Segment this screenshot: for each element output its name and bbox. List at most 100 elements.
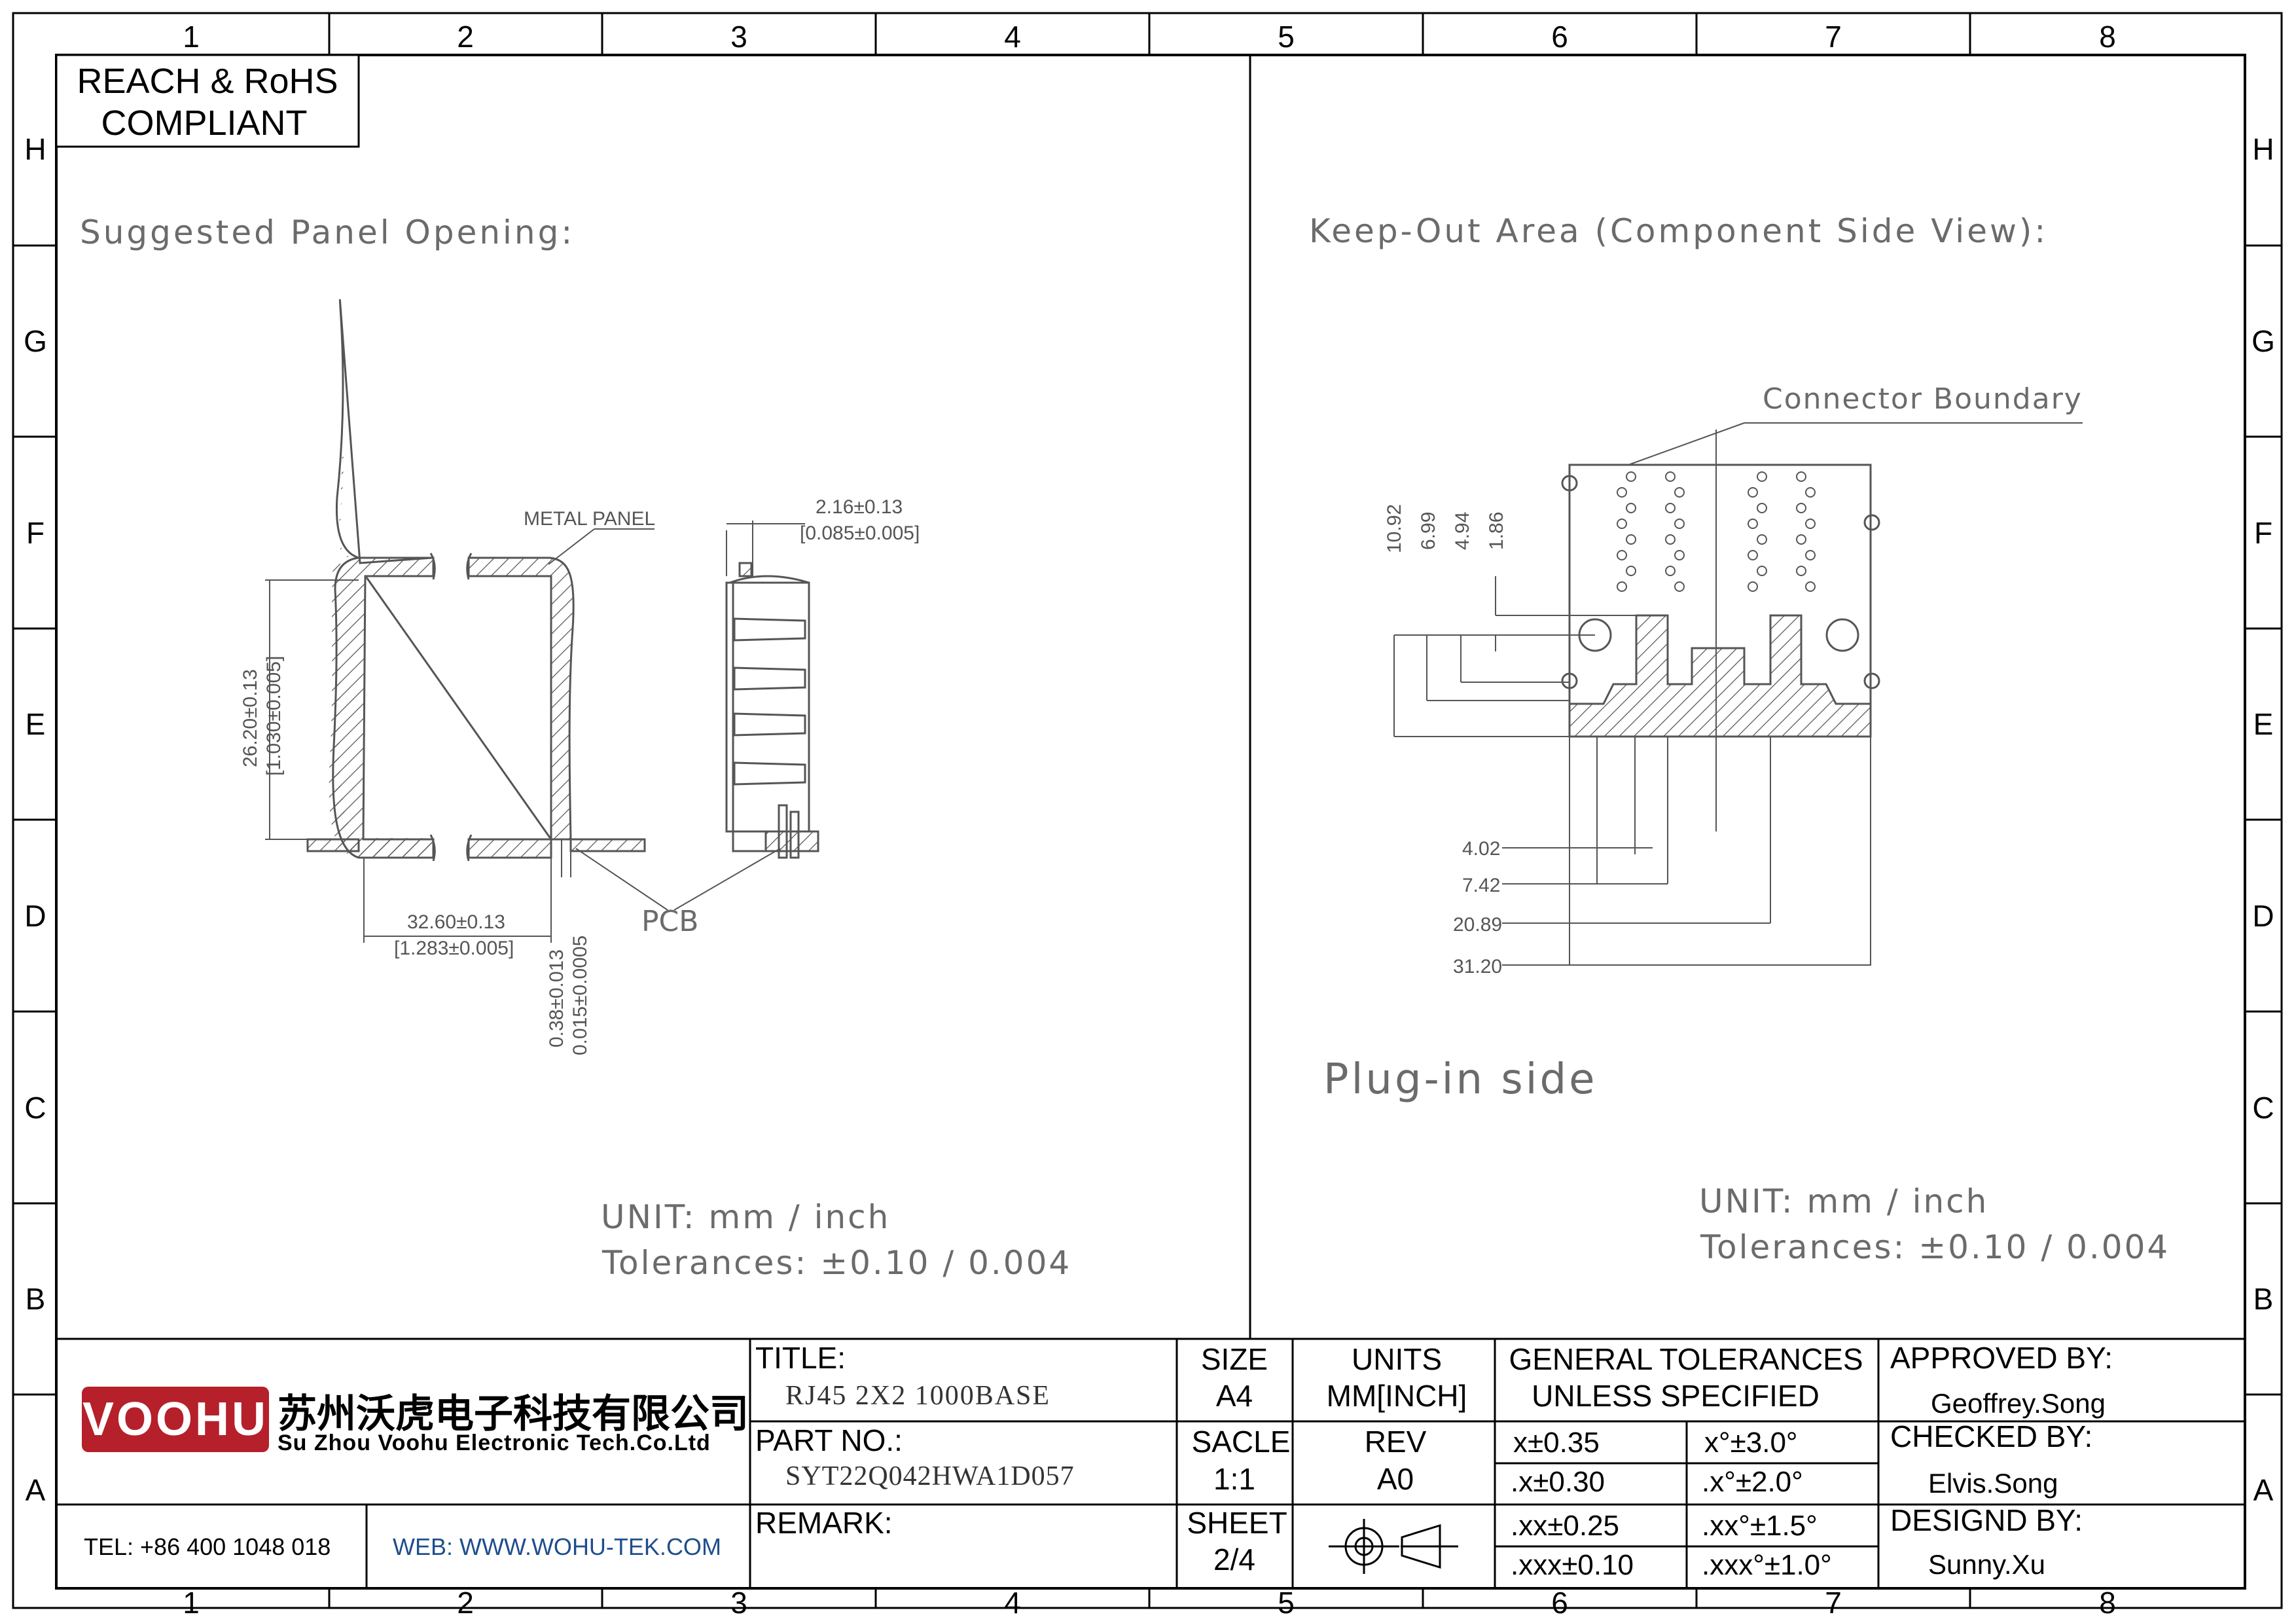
- metal-panel-label: METAL PANEL: [524, 508, 655, 530]
- col-label-1-bottom: 1: [183, 1586, 200, 1620]
- tol-row-1-angular: x°±3.0°: [1704, 1427, 1798, 1459]
- tel: TEL: +86 400 1048 018: [84, 1533, 331, 1560]
- units-value: MM[INCH]: [1327, 1379, 1467, 1413]
- col-label-5-top: 5: [1278, 20, 1295, 54]
- col-label-2-top: 2: [457, 20, 474, 54]
- row-label-d-left: D: [24, 899, 46, 933]
- tol-row-3-linear: .xx±0.25: [1511, 1510, 1619, 1542]
- col-label-3-top: 3: [730, 20, 747, 54]
- row-label-g-right: G: [2251, 324, 2275, 358]
- dim-height-mm: 26.20±0.13: [240, 669, 261, 767]
- row-label-a-left: A: [26, 1473, 46, 1507]
- approved-label: APPROVED BY:: [1890, 1341, 2113, 1375]
- row-label-c-left: C: [24, 1091, 46, 1125]
- size-label: SIZE: [1201, 1342, 1268, 1376]
- row-label-a-right: A: [2253, 1473, 2274, 1507]
- connector-side-profile: [725, 520, 819, 859]
- right-tolerances: Tolerances: ±0.10 / 0.004: [1700, 1228, 2170, 1266]
- row-label-f-left: F: [26, 516, 45, 550]
- gen-tol-line-2: UNLESS SPECIFIED: [1532, 1379, 1820, 1413]
- part-value: SYT22Q042HWA1D057: [785, 1461, 1075, 1491]
- sheet-value: 2/4: [1213, 1542, 1255, 1577]
- col-label-8-top: 8: [2099, 20, 2116, 54]
- hdim-2: 7.42: [1462, 875, 1500, 896]
- rev-label: REV: [1365, 1425, 1427, 1459]
- connector-boundary-label: Connector Boundary: [1763, 382, 2083, 416]
- dim-height-in: [1.030±0.005]: [263, 656, 285, 776]
- col-label-8-bottom: 8: [2099, 1586, 2116, 1620]
- hdim-4: 31.20: [1453, 956, 1502, 977]
- plug-in-side-label: Plug-in side: [1323, 1055, 1597, 1104]
- left-unit: UNIT: mm / inch: [601, 1198, 890, 1236]
- right-view-heading: Keep-Out Area (Component Side View):: [1309, 212, 2048, 250]
- outer-border: [12, 12, 2283, 1609]
- design-value: Sunny.Xu: [1928, 1549, 2045, 1580]
- row-label-e-right: E: [2253, 707, 2274, 741]
- units-label: UNITS: [1352, 1342, 1442, 1376]
- tol-row-2-angular: .x°±2.0°: [1702, 1466, 1803, 1498]
- compliance-line-1: REACH & RoHS: [77, 62, 338, 101]
- tol-row-3-angular: .xx°±1.5°: [1702, 1510, 1818, 1542]
- part-label: PART NO.:: [755, 1423, 903, 1457]
- compliance-line-2: COMPLIANT: [101, 103, 307, 143]
- vdim-2: 6.99: [1418, 512, 1439, 550]
- dim-width-in: [1.283±0.005]: [394, 938, 514, 959]
- row-label-b-right: B: [2253, 1282, 2274, 1316]
- row-label-c-right: C: [2252, 1091, 2274, 1125]
- gen-tol-line-1: GENERAL TOLERANCES: [1509, 1342, 1863, 1376]
- tol-row-1-linear: x±0.35: [1513, 1427, 1600, 1459]
- rev-value: A0: [1377, 1462, 1414, 1496]
- row-label-e-left: E: [26, 707, 46, 741]
- panel-opening-drawing: [265, 299, 781, 943]
- sheet-label: SHEET: [1187, 1506, 1287, 1540]
- checked-value: Elvis.Song: [1928, 1468, 2058, 1499]
- tol-row-4-linear: .xxx±0.10: [1511, 1549, 1634, 1581]
- projection-symbol-icon: [1329, 1519, 1458, 1574]
- keepout-drawing: [1393, 422, 2083, 966]
- compliance-box: REACH & RoHS COMPLIANT: [55, 54, 360, 148]
- dim-panel-in: [0.085±0.005]: [800, 522, 920, 544]
- title-block: [56, 1338, 2245, 1588]
- left-dim-labels: METAL PANEL PCB 26.20±0.13 [1.030±0.005]…: [240, 496, 920, 1055]
- company-name-en: Su Zhou Voohu Electronic Tech.Co.Ltd: [278, 1431, 711, 1455]
- logo-text: VOOHU: [82, 1393, 268, 1446]
- col-label-3-bottom: 3: [730, 1586, 747, 1620]
- row-label-f-right: F: [2254, 516, 2272, 550]
- checked-label: CHECKED BY:: [1890, 1419, 2092, 1453]
- tol-row-2-linear: .x±0.30: [1511, 1466, 1605, 1498]
- col-label-6-top: 6: [1551, 20, 1568, 54]
- col-label-7-top: 7: [1825, 20, 1842, 54]
- row-label-b-left: B: [26, 1282, 46, 1316]
- vdim-3: 4.94: [1452, 512, 1473, 550]
- col-label-4-top: 4: [1004, 20, 1021, 54]
- tol-row-4-angular: .xxx°±1.0°: [1702, 1549, 1832, 1581]
- dim-panel-mm: 2.16±0.13: [816, 496, 903, 518]
- col-label-1-top: 1: [183, 20, 200, 54]
- vdim-1: 10.92: [1384, 504, 1405, 553]
- col-label-6-bottom: 6: [1551, 1586, 1568, 1620]
- row-label-d-right: D: [2252, 899, 2274, 933]
- vdim-4: 1.86: [1486, 512, 1507, 550]
- hdim-3: 20.89: [1453, 914, 1502, 936]
- row-ticks: [13, 244, 2282, 1396]
- dim-thickness-mm: 0.38±0.013: [546, 949, 567, 1048]
- row-label-h-right: H: [2252, 132, 2274, 166]
- col-label-4-bottom: 4: [1004, 1586, 1021, 1620]
- row-label-h-left: H: [24, 132, 46, 166]
- right-unit: UNIT: mm / inch: [1699, 1182, 1988, 1220]
- dim-thickness-in: 0.015±0.0005: [569, 936, 591, 1055]
- approved-value: Geoffrey.Song: [1931, 1388, 2106, 1419]
- title-label: TITLE:: [755, 1341, 846, 1375]
- design-label: DESIGND BY:: [1890, 1503, 2083, 1537]
- col-label-5-bottom: 5: [1278, 1586, 1295, 1620]
- company-name-cn: 苏州沃虎电子科技有限公司: [278, 1392, 749, 1436]
- pcb-label: PCB: [641, 905, 698, 938]
- hdim-1: 4.02: [1462, 838, 1500, 860]
- col-label-2-bottom: 2: [457, 1586, 474, 1620]
- left-tolerances: Tolerances: ±0.10 / 0.004: [601, 1244, 1071, 1282]
- inner-border: [55, 54, 2246, 1590]
- dim-width-mm: 32.60±0.13: [407, 911, 505, 933]
- col-label-7-bottom: 7: [1825, 1586, 1842, 1620]
- size-value: A4: [1216, 1379, 1253, 1413]
